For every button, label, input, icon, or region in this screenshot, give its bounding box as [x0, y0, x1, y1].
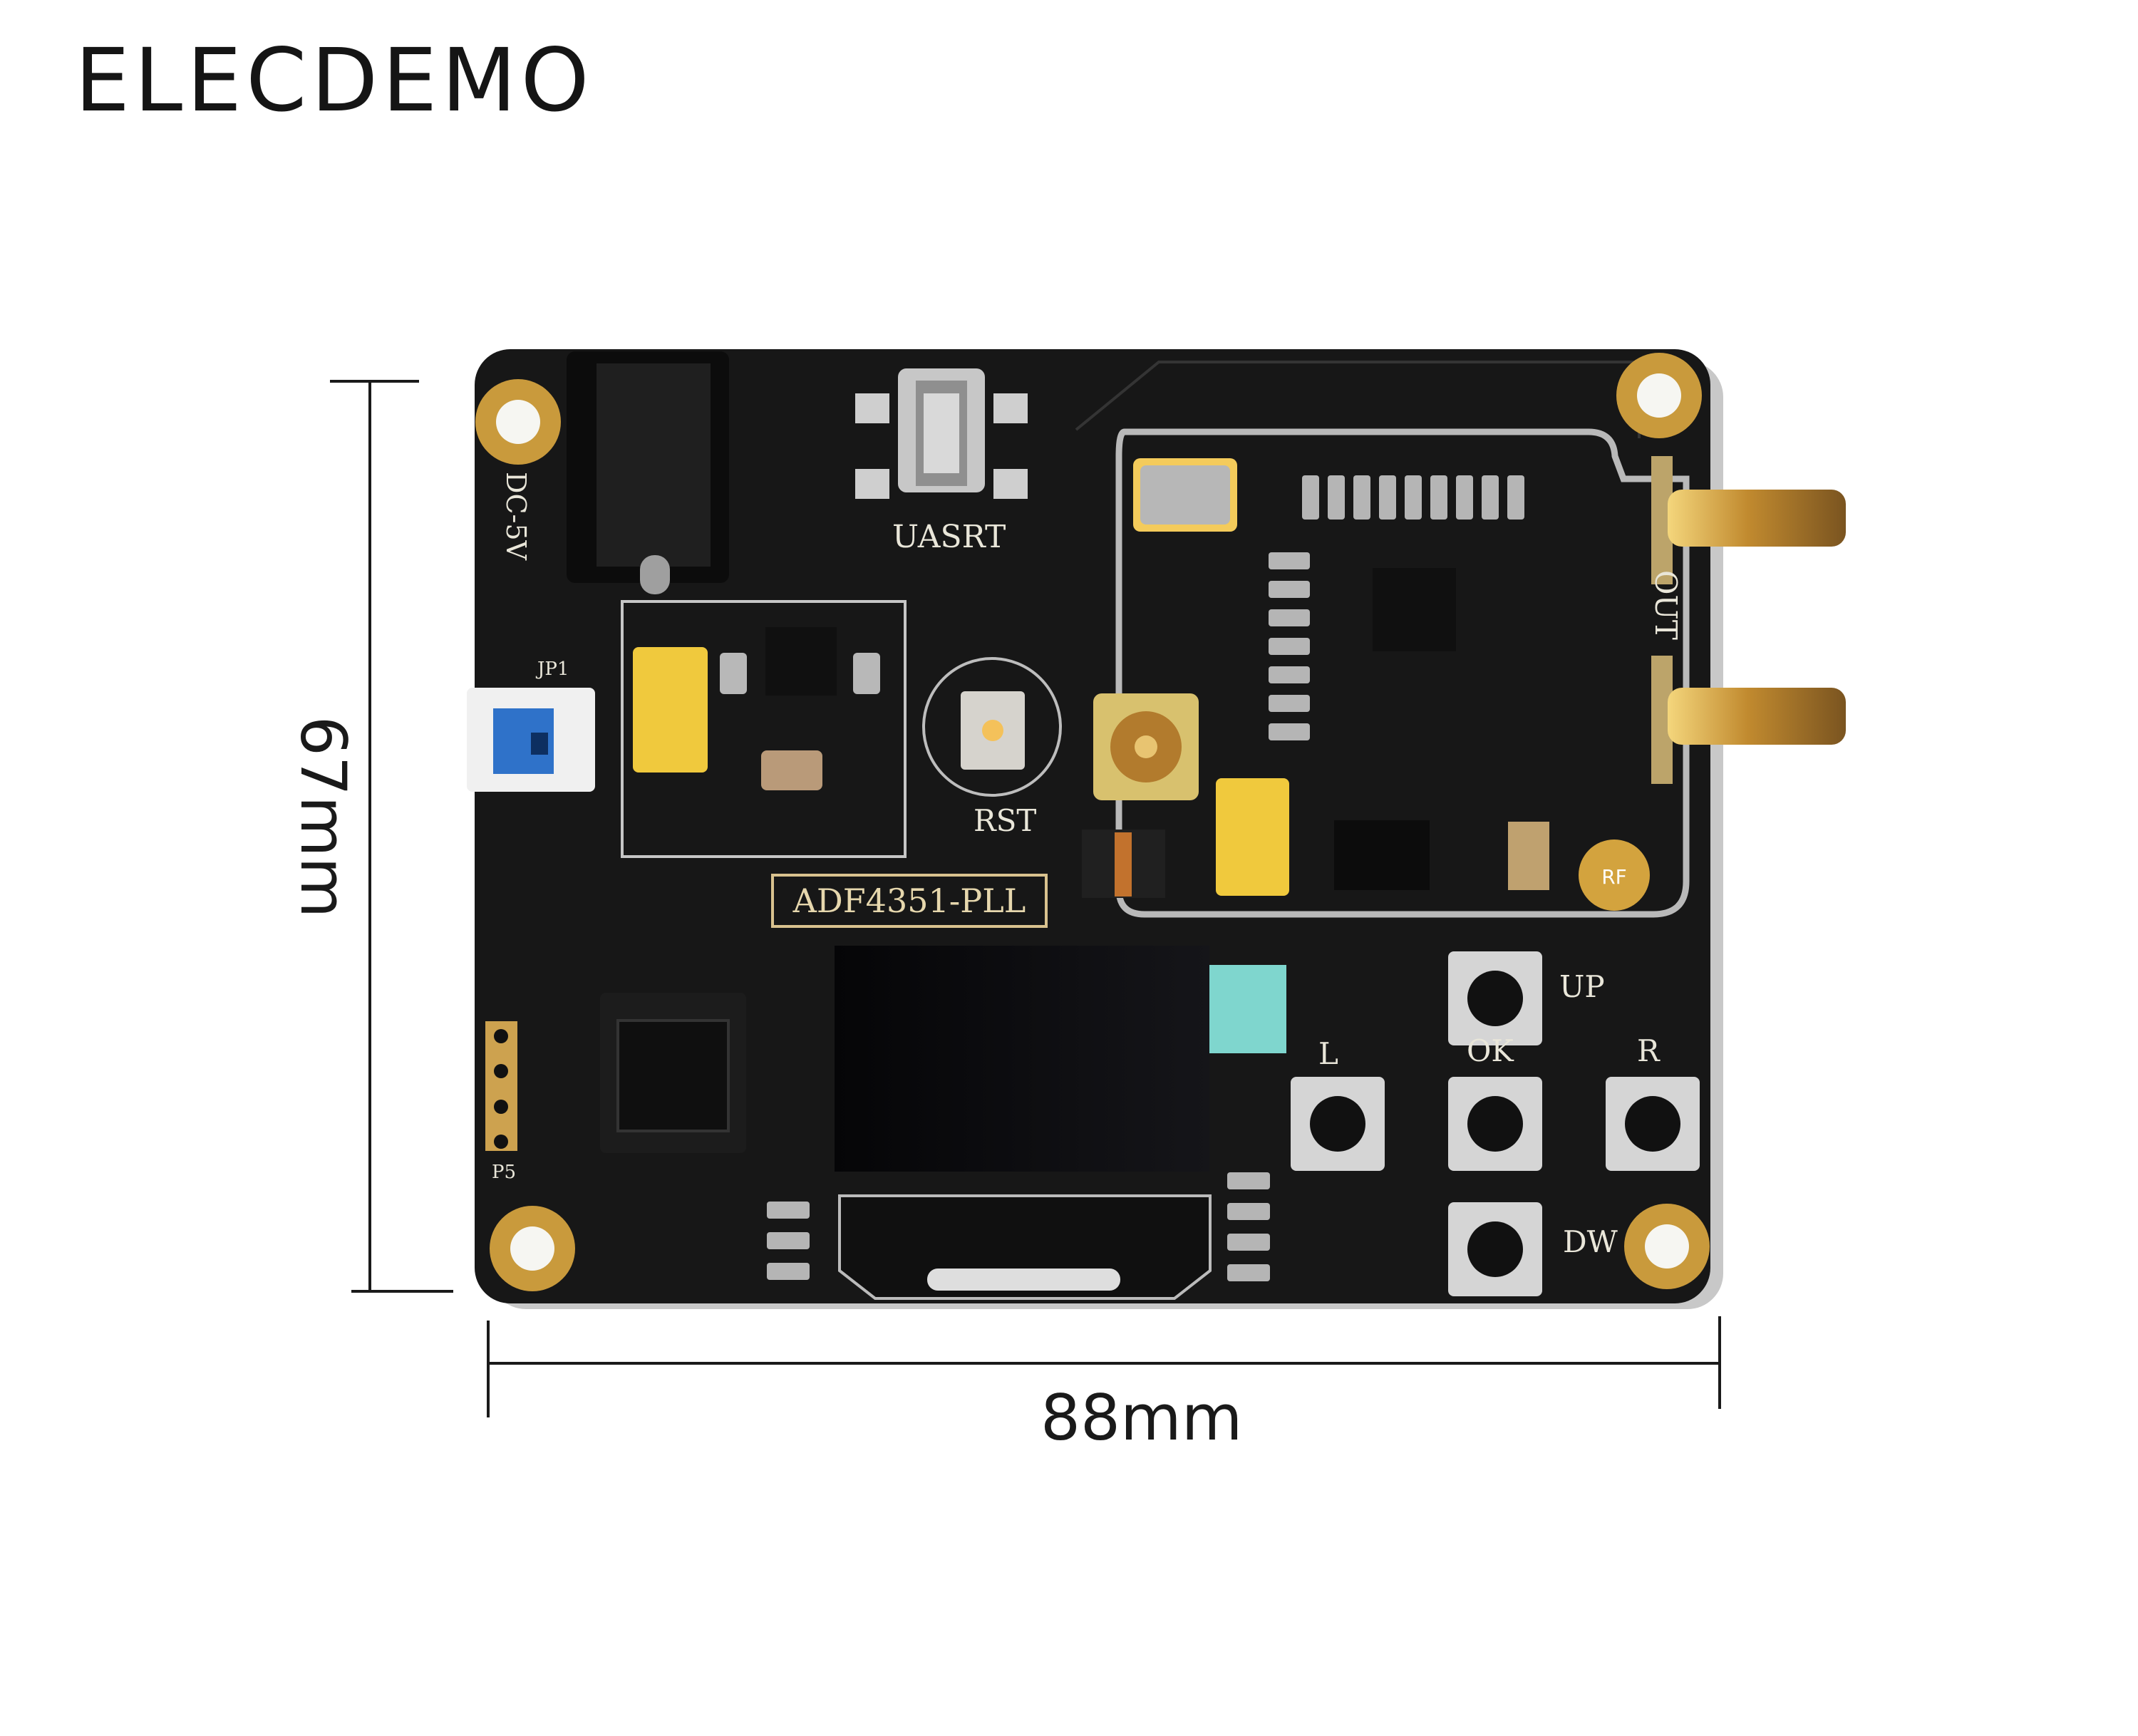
brand-title: ELECDEMO — [75, 30, 594, 131]
programming-header-label: P5 — [492, 1162, 517, 1183]
output-label: OUT — [1648, 570, 1683, 640]
usb-label: UASRT — [892, 519, 1006, 555]
sma-connectors — [1093, 456, 1846, 800]
model-label-box: ADF4351-PLL — [771, 874, 1048, 928]
mcu-section — [485, 993, 746, 1153]
reset-label: RST — [974, 803, 1037, 838]
navigation-buttons — [1291, 951, 1700, 1296]
right-label: R — [1637, 1033, 1660, 1068]
horizontal-dimension-line — [487, 1362, 1720, 1365]
rf-shield-outline — [1115, 428, 1690, 918]
mounting-holes — [475, 353, 1710, 1291]
regulator-section-outline — [621, 600, 907, 858]
vertical-dimension-top-tick — [330, 380, 419, 383]
reset-button — [922, 657, 1062, 797]
power-label: DC-5V — [500, 472, 532, 561]
vertical-dimension-bottom-tick — [351, 1290, 453, 1293]
jumper-label: JP1 — [537, 658, 569, 680]
regulator-components — [633, 627, 880, 790]
horizontal-dimension-right-tick — [1718, 1316, 1721, 1409]
usb-connector — [855, 368, 1028, 499]
left-label: L — [1318, 1036, 1338, 1071]
dc-jack — [567, 351, 729, 594]
vertical-dimension-line — [368, 381, 371, 1290]
rf-chips-and-parts: RF — [1082, 458, 1650, 911]
svg-text:RF: RF — [1601, 865, 1627, 889]
oled-display — [835, 946, 1286, 1300]
horizontal-dimension-left-tick — [487, 1321, 490, 1417]
ok-label: OK — [1467, 1033, 1514, 1068]
down-label: DW — [1563, 1224, 1618, 1259]
jumper-switch — [467, 688, 595, 792]
passive-component-pads — [767, 475, 1524, 1281]
up-label: UP — [1559, 969, 1605, 1004]
width-dimension-label: 88mm — [1040, 1381, 1243, 1455]
